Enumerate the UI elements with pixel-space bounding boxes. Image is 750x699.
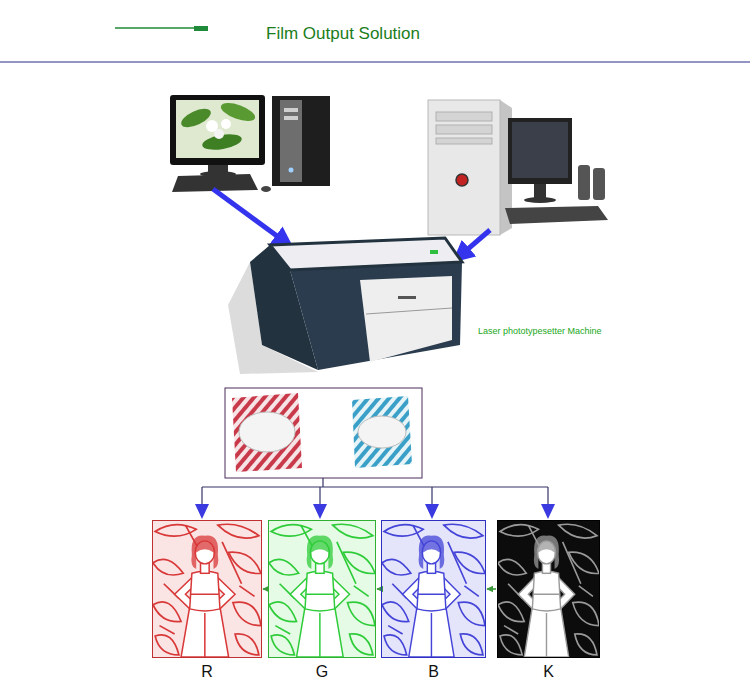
computer-left: [170, 95, 330, 192]
film-output: R: [152, 520, 262, 681]
flow-arrow: [487, 588, 496, 590]
photo-frame: [268, 520, 376, 658]
photo-frame: [381, 520, 486, 658]
phototypesetter-machine: [228, 238, 462, 374]
computer-right: [428, 100, 608, 235]
film-output: B: [381, 520, 486, 681]
channel-label: K: [497, 663, 600, 681]
film-packages: [225, 388, 422, 478]
film-output: K: [497, 520, 600, 681]
photo-frame: [497, 520, 600, 658]
machine-node: Laser phototypesetter Machine: [250, 235, 620, 375]
channel-label: R: [152, 663, 262, 681]
flow-arrow: [263, 588, 267, 590]
photo-frame: [152, 520, 262, 658]
split-lines: [202, 478, 548, 506]
channel-label: G: [268, 663, 376, 681]
film-photos: [153, 521, 599, 657]
split-arrowheads: [195, 504, 555, 519]
channel-label: B: [381, 663, 486, 681]
page-title: Film Output Solution: [266, 24, 420, 44]
machine-label: Laser phototypesetter Machine: [478, 326, 620, 336]
film-output: G: [268, 520, 376, 681]
flow-arrow: [377, 588, 380, 590]
